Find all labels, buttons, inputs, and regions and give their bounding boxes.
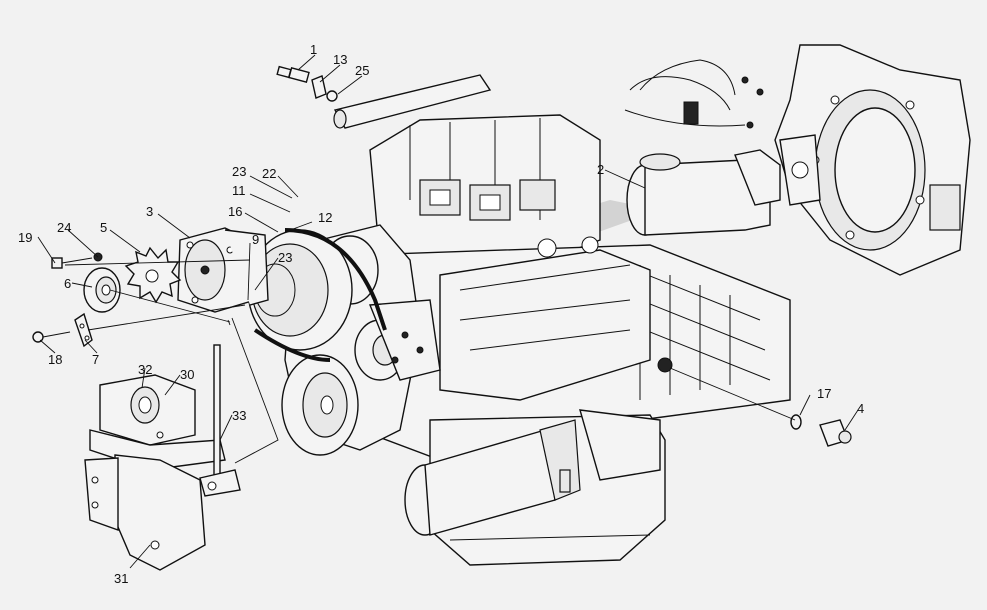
label-3: 3 — [146, 204, 153, 219]
label-18: 18 — [48, 352, 62, 367]
fan-impeller — [124, 246, 182, 304]
leader-lines — [37, 54, 859, 569]
label-1: 1 — [310, 42, 317, 57]
label-19: 19 — [18, 230, 32, 245]
alternator-end-plate — [177, 227, 269, 313]
label-32: 32 — [138, 362, 152, 377]
label-25: 25 — [355, 63, 369, 78]
label-33: 33 — [232, 408, 246, 423]
label-13: 13 — [333, 52, 347, 67]
bolt-and-bracket — [32, 312, 93, 348]
mounting-bracket — [84, 344, 241, 571]
starter-motor — [626, 149, 781, 236]
label-30: 30 — [180, 367, 194, 382]
label-6: 6 — [64, 276, 71, 291]
top-pipe-assembly — [276, 65, 492, 129]
label-5: 5 — [100, 220, 107, 235]
label-16: 16 — [228, 204, 242, 219]
label-11: 11 — [232, 183, 246, 198]
part-labels: 1 13 25 2 23 22 11 16 12 3 9 23 19 24 5 … — [18, 42, 864, 586]
label-22: 22 — [262, 166, 276, 181]
label-4: 4 — [857, 401, 864, 416]
flywheel-housing — [774, 44, 971, 276]
label-12: 12 — [318, 210, 332, 225]
label-23-mid: 23 — [278, 250, 292, 265]
bolt-and-washer — [51, 252, 103, 269]
label-7: 7 — [92, 352, 99, 367]
label-9: 9 — [252, 232, 259, 247]
label-17: 17 — [817, 386, 831, 401]
label-2: 2 — [597, 162, 604, 177]
sensor-and-washer — [657, 357, 852, 447]
alternator-pulley — [83, 267, 121, 313]
label-24: 24 — [57, 220, 71, 235]
engine-block — [359, 114, 791, 566]
label-31: 31 — [114, 571, 128, 586]
label-23-top: 23 — [232, 164, 246, 179]
wiring-harness — [624, 59, 764, 129]
